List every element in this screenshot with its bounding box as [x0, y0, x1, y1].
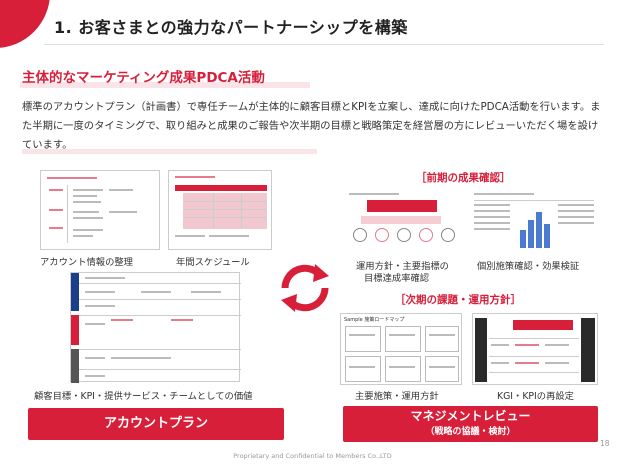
- kgi-kpi-thumbnail: [472, 313, 598, 385]
- account-plan-button[interactable]: アカウントプラン: [28, 408, 284, 440]
- account-info-thumbnail: [40, 170, 160, 250]
- caption-policy-line2: 目標達成率確認: [364, 273, 430, 284]
- corner-decoration: [0, 0, 50, 48]
- subtitle-highlight: [20, 82, 310, 88]
- measures-thumbnail: [470, 190, 600, 255]
- caption-account-info: アカウント情報の整理: [40, 257, 133, 268]
- caption-main-measures: 主要施策・運用方針: [355, 391, 439, 402]
- title-divider: [44, 44, 604, 45]
- page-title: 1. お客さまとの強力なパートナーシップを構築: [54, 18, 408, 37]
- page-number: 18: [600, 439, 610, 448]
- roadmap-title: Sample 施策ロードマップ: [344, 317, 405, 323]
- goals-thumbnail: [70, 272, 241, 383]
- management-review-sublabel: （戦略の協議・検討）: [425, 427, 516, 437]
- management-review-button[interactable]: マネジメントレビュー （戦略の協議・検討）: [343, 406, 598, 442]
- annual-schedule-thumbnail: [168, 170, 272, 250]
- footer-text: Proprietary and Confidential to Members …: [233, 452, 392, 460]
- section-body: 標準のアカウントプラン（計画書）で専任チームが主体的に顧客目標とKPIを立案し、…: [22, 101, 601, 151]
- prev-period-label: ［前期の成果確認］: [416, 172, 511, 184]
- caption-goals: 顧客目標・KPI・提供サービス・チームとしての価値: [34, 391, 253, 402]
- next-period-label: ［次期の課題・運用方針］: [395, 294, 521, 306]
- policy-thumbnail: [345, 190, 460, 255]
- caption-kgi-kpi: KGI・KPIの再設定: [497, 391, 574, 402]
- section-subtitle: 主体的なマーケティング成果PDCA活動: [22, 70, 265, 86]
- management-review-label: マネジメントレビュー: [410, 409, 531, 423]
- caption-measures: 個別施策確認・効果検証: [477, 261, 580, 272]
- refresh-cycle-icon: [275, 258, 335, 318]
- body-highlight: [22, 149, 317, 154]
- roadmap-thumbnail: Sample 施策ロードマップ: [340, 313, 462, 385]
- caption-policy-line1: 運用方針・主要指標の: [356, 261, 449, 272]
- caption-annual-schedule: 年間スケジュール: [176, 257, 250, 268]
